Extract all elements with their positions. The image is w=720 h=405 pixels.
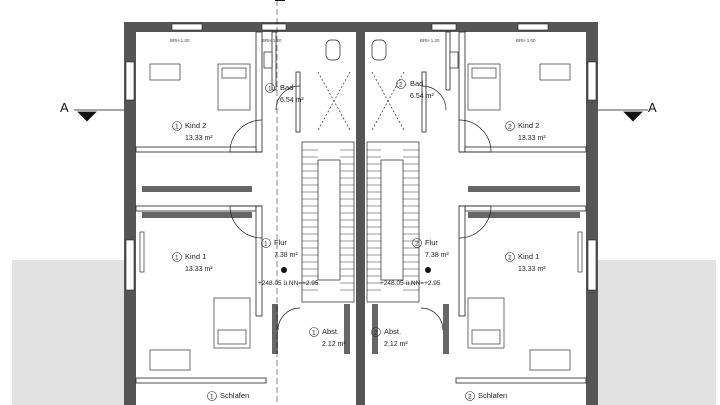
unit-number: 2 xyxy=(374,330,378,337)
room-area: 13.33 m² xyxy=(185,266,213,273)
room-area: 13.33 m² xyxy=(185,135,213,142)
room-label-abst-1: 1 Abst. 2.12 m² xyxy=(309,327,346,348)
room-label-bad-2: 2 Bad 6.54 m² xyxy=(396,79,434,100)
room-name: Abst. xyxy=(384,327,401,336)
unit-number: 1 xyxy=(175,255,179,262)
section-label-left: A xyxy=(60,100,69,115)
room-area: 2.12 m² xyxy=(384,341,408,348)
room-name: Schlafen xyxy=(478,391,507,400)
staircase-right xyxy=(366,141,420,303)
top-windows xyxy=(171,23,549,31)
section-line xyxy=(74,0,648,405)
bathroom-fixtures xyxy=(263,39,459,131)
room-name: Kind 1 xyxy=(518,252,539,261)
room-area: 13.33 m² xyxy=(518,135,546,142)
interior-walls xyxy=(135,31,587,384)
window-label: BRH 1.00 xyxy=(170,38,190,43)
window-label: BRH 1.00 xyxy=(516,38,536,43)
room-area: 7.38 m² xyxy=(425,252,449,259)
side-windows xyxy=(125,61,597,291)
room-label-kind1-2: 2 Kind 1 13.33 m² xyxy=(505,252,546,273)
room-area: 6.54 m² xyxy=(280,97,304,104)
room-label-schlafen-2: 2 Schlafen xyxy=(465,391,507,401)
room-name: Abst. xyxy=(322,327,339,336)
unit-number: 2 xyxy=(508,124,512,131)
window-label: BRH 1.20 xyxy=(420,38,440,43)
unit-number: 2 xyxy=(415,241,419,248)
ground-left xyxy=(12,260,130,405)
ground-right xyxy=(596,260,716,405)
window-label: BRH 1.20 xyxy=(262,38,282,43)
unit-number: 1 xyxy=(264,241,268,248)
unit-number: 1 xyxy=(312,330,316,337)
furniture xyxy=(139,63,583,371)
stair-treads xyxy=(302,149,419,291)
room-label-bad-1: 1 Bad 6.54 m² xyxy=(265,83,304,104)
unit-number: 2 xyxy=(399,82,403,89)
room-name: Kind 1 xyxy=(185,252,206,261)
room-name: Kind 2 xyxy=(518,121,539,130)
room-area: 6.54 m² xyxy=(410,93,434,100)
room-area: 13.33 m² xyxy=(518,266,546,273)
level-text: +248.05 ü.NN=+2.95 xyxy=(258,280,319,287)
room-name: Flur xyxy=(274,238,287,247)
room-name: Bad xyxy=(280,83,293,92)
room-area: 2.12 m² xyxy=(322,341,346,348)
room-name: Kind 2 xyxy=(185,121,206,130)
room-area: 7.38 m² xyxy=(274,252,298,259)
room-label-kind1-1: 1 Kind 1 13.33 m² xyxy=(172,252,213,273)
doors xyxy=(229,85,492,331)
level-text: +248.05 ü.NN=+2.95 xyxy=(380,280,441,287)
unit-number: 2 xyxy=(508,255,512,262)
unit-number: 2 xyxy=(468,394,472,401)
room-label-schlafen-1: 1 Schlafen xyxy=(207,391,249,401)
room-label-kind2-1: 1 Kind 2 13.33 m² xyxy=(172,121,213,142)
room-name: Schlafen xyxy=(220,391,249,400)
room-name: Flur xyxy=(425,238,438,247)
room-name: Bad xyxy=(410,79,423,88)
staircase-left xyxy=(301,141,355,303)
room-label-kind2-2: 2 Kind 2 13.33 m² xyxy=(505,121,546,142)
partition-blocks xyxy=(142,186,580,354)
room-label-flur-2: 2 Flur 7.38 m² +248.05 ü.NN=+2.95 xyxy=(380,238,449,287)
unit-number: 1 xyxy=(210,394,214,401)
section-label-right: A xyxy=(648,100,657,115)
unit-number: 1 xyxy=(268,86,272,93)
level-marker-icons xyxy=(281,267,431,273)
room-label-flur-1: 1 Flur 7.38 m² +248.05 ü.NN=+2.95 xyxy=(258,238,319,287)
unit-number: 1 xyxy=(175,124,179,131)
exterior-walls xyxy=(124,22,598,405)
room-label-abst-2: 2 Abst. 2.12 m² xyxy=(371,327,408,348)
